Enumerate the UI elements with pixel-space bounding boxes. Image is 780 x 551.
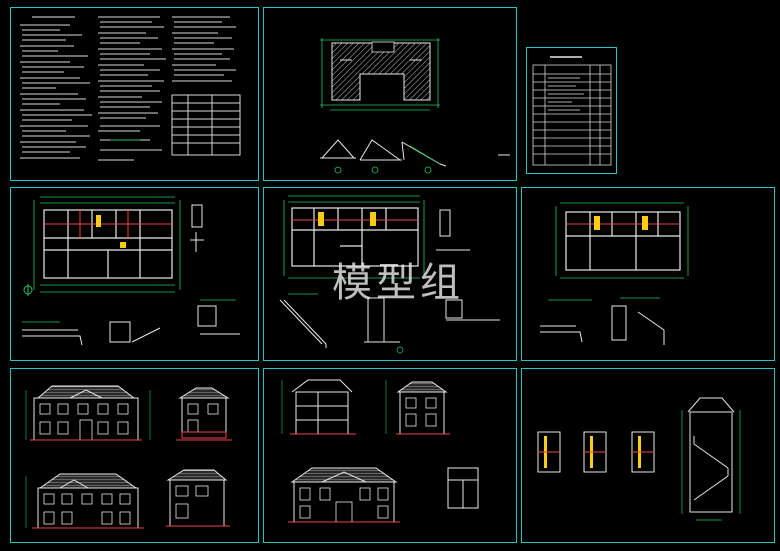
drawing-index-table (532, 56, 612, 166)
floor-plan-1-drawing (22, 196, 240, 346)
sheet-elevations-front[interactable] (10, 368, 259, 543)
sheet-stair-details[interactable] (521, 368, 775, 543)
sheet-floor-plan-2[interactable] (263, 187, 517, 361)
sheet-floor-plan-3[interactable] (521, 187, 775, 361)
floor-plan-3-drawing (540, 202, 689, 345)
stair-details-drawing (537, 397, 741, 521)
sheet-design-notes[interactable] (10, 7, 259, 181)
sections-elevations-drawing (281, 379, 479, 523)
elevations-front-drawing (25, 385, 232, 529)
sheet-floor-plan-1[interactable] (10, 187, 259, 361)
sheet-drawing-index[interactable] (526, 47, 617, 174)
roof-plan-drawing (320, 38, 510, 174)
design-notes-text (20, 16, 241, 161)
watermark-text: 模型组 (332, 260, 464, 306)
floor-plan-2-drawing (279, 195, 500, 354)
sheet-sections-elevations[interactable] (263, 368, 517, 543)
sheet-roof-plan[interactable] (263, 7, 517, 181)
